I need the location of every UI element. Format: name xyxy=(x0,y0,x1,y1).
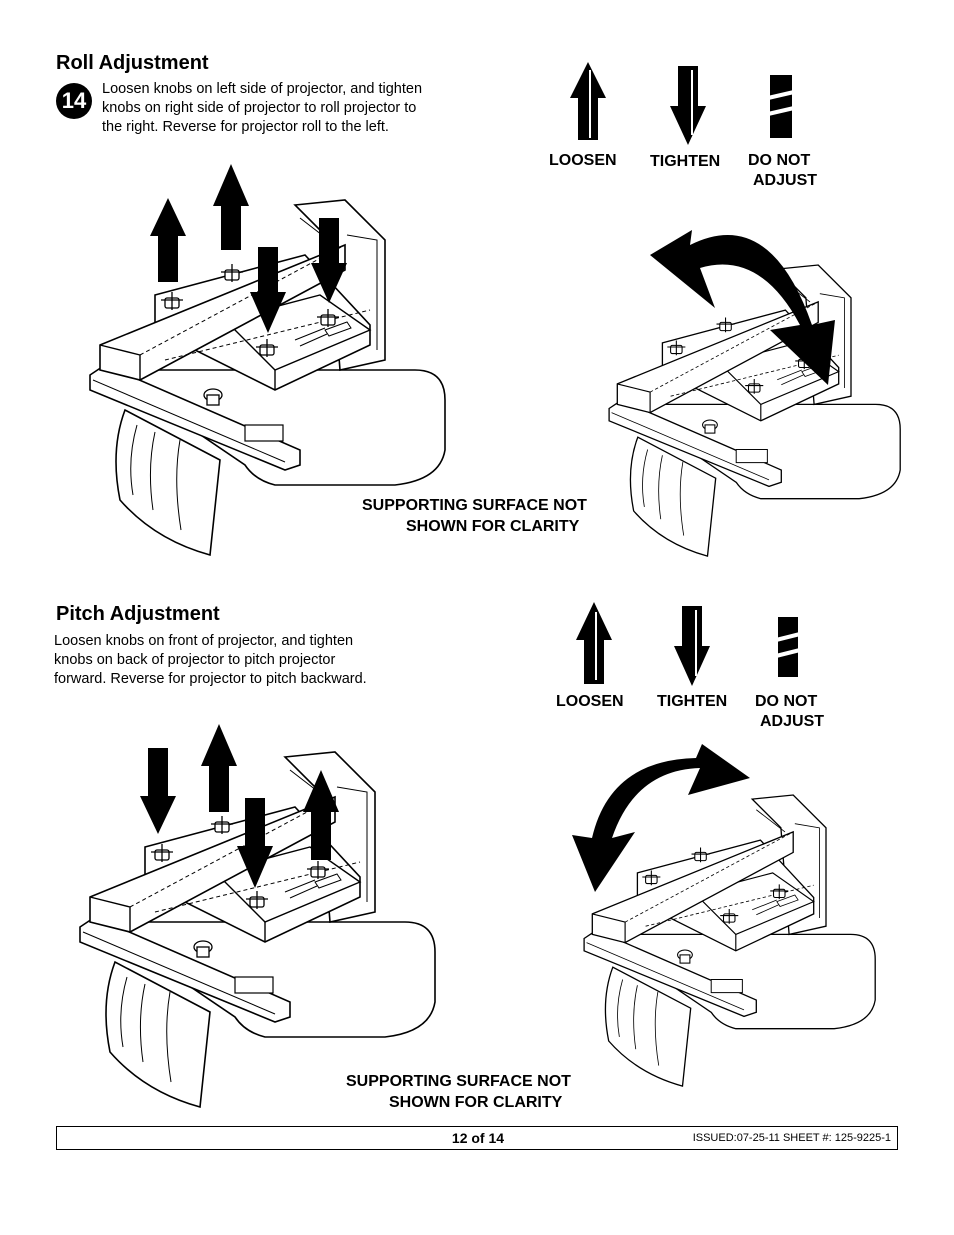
roll-rotation-arrow-icon xyxy=(650,230,835,385)
legend-tighten-arrow-icon-2 xyxy=(674,606,710,686)
page-footer: 12 of 14 ISSUED:07-25-11 SHEET #: 125-92… xyxy=(56,1126,898,1150)
step-number-badge: 14 xyxy=(56,83,92,119)
roll-tighten-arrow-1 xyxy=(250,247,286,333)
legend-do-not-adjust-icon xyxy=(767,75,795,138)
legend-do-not-adjust-icon-2 xyxy=(775,617,801,677)
roll-heading: Roll Adjustment xyxy=(56,52,209,74)
legend-tighten-arrow-icon xyxy=(670,66,706,145)
pitch-instructions-line-2: knobs on back of projector to pitch proj… xyxy=(54,652,336,668)
pitch-tighten-arrow-1 xyxy=(140,748,176,834)
legend-loosen-arrow-icon xyxy=(570,62,606,140)
roll-instructions-line-3: the right. Reverse for projector roll to… xyxy=(102,119,389,135)
pitch-legend-do-not-label: DO NOT xyxy=(755,693,818,710)
roll-instructions-line-1: Loosen knobs on left side of projector, … xyxy=(102,81,423,97)
roll-loosen-arrow-2 xyxy=(213,164,249,250)
pitch-instructions-line-1: Loosen knobs on front of projector, and … xyxy=(54,633,354,649)
pitch-legend-loosen-label: LOOSEN xyxy=(556,693,624,710)
roll-tighten-arrow-2 xyxy=(311,218,347,303)
pitch-heading: Pitch Adjustment xyxy=(56,603,220,625)
pitch-instructions: Loosen knobs on front of projector, and … xyxy=(54,632,367,689)
pitch-rotation-arrow-icon xyxy=(572,744,750,892)
roll-legend-do-not-label: DO NOT xyxy=(748,152,811,169)
page-number: 12 of 14 xyxy=(451,1130,505,1146)
pitch-note-line-2: SHOWN FOR CLARITY xyxy=(389,1094,563,1111)
pitch-legend-tighten-label: TIGHTEN xyxy=(657,693,728,710)
roll-legend-tighten-label: TIGHTEN xyxy=(650,153,721,170)
pitch-loosen-arrow-2 xyxy=(303,770,339,860)
roll-instructions-line-2: knobs on right side of projector to roll… xyxy=(102,100,417,116)
roll-legend-loosen-label: LOOSEN xyxy=(549,152,617,169)
pitch-legend-adjust-label: ADJUST xyxy=(760,713,825,730)
pitch-loosen-arrow-1 xyxy=(201,724,237,812)
pitch-instructions-line-3: forward. Reverse for projector to pitch … xyxy=(54,671,367,687)
pitch-note-line-1: SUPPORTING SURFACE NOT xyxy=(346,1073,571,1090)
pitch-tighten-arrow-2 xyxy=(237,798,273,888)
roll-legend-adjust-label: ADJUST xyxy=(753,172,818,189)
issue-info: ISSUED:07-25-11 SHEET #: 125-9225-1 xyxy=(692,1132,891,1144)
roll-loosen-arrow-1 xyxy=(150,198,186,282)
roll-note-line-2: SHOWN FOR CLARITY xyxy=(406,518,580,535)
roll-right-mount-illustration xyxy=(608,264,901,557)
legend-loosen-arrow-icon-2 xyxy=(576,602,612,684)
roll-note-line-1: SUPPORTING SURFACE NOT xyxy=(362,497,587,514)
roll-instructions: Loosen knobs on left side of projector, … xyxy=(102,80,422,137)
